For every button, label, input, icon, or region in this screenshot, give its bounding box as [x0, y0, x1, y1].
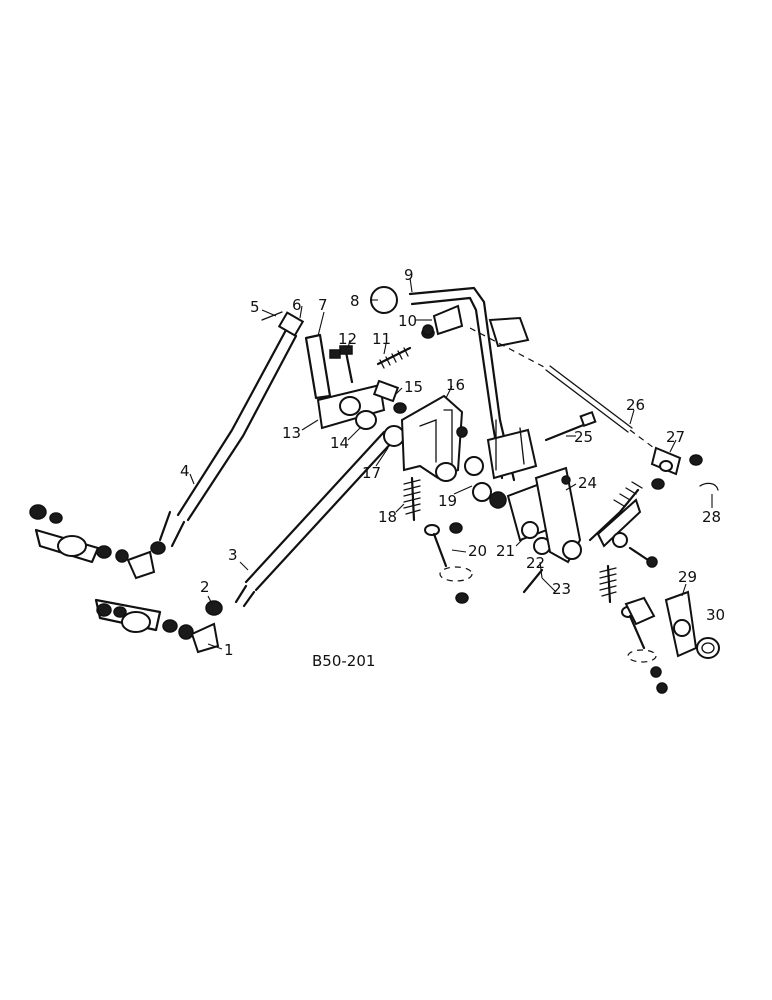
callout-30: 30 — [706, 606, 725, 624]
bolt-12 — [339, 345, 354, 384]
callout-23: 23 — [552, 580, 571, 598]
ball-joint-assembly-lower — [94, 598, 223, 654]
callout-labels: 1 2 3 4 5 6 7 8 9 10 11 12 13 14 15 16 1… — [180, 266, 725, 659]
lever-7 — [304, 333, 341, 400]
callout-29: 29 — [678, 568, 697, 586]
spring-18 — [403, 476, 421, 522]
leader-lines — [189, 277, 713, 650]
callout-20: 20 — [468, 542, 487, 560]
return-spring-arm — [588, 481, 658, 568]
callout-8: 8 — [350, 292, 360, 310]
callout-18: 18 — [378, 508, 397, 526]
callout-13: 13 — [282, 424, 301, 442]
bolt-20 — [424, 522, 473, 604]
callout-25: 25 — [574, 428, 593, 446]
callout-2: 2 — [200, 578, 210, 596]
callout-26: 26 — [626, 396, 645, 414]
callout-12: 12 — [338, 330, 357, 348]
callout-16: 16 — [446, 376, 465, 394]
callout-6: 6 — [292, 296, 302, 314]
ball-joint-assembly-upper — [29, 504, 166, 580]
rod-3 — [234, 430, 396, 608]
callout-22: 22 — [526, 554, 545, 572]
callout-3: 3 — [228, 546, 238, 564]
callout-1: 1 — [224, 641, 234, 659]
callout-4: 4 — [180, 462, 190, 480]
callout-10: 10 — [398, 312, 417, 330]
bushing-27 — [650, 446, 703, 490]
bracket-13 — [316, 383, 386, 430]
callout-27: 27 — [666, 428, 685, 446]
bushing-17 — [383, 425, 405, 447]
rod-26 — [469, 327, 663, 455]
callout-24: 24 — [578, 474, 597, 492]
rod-4 — [158, 311, 305, 548]
spring-lower — [599, 564, 617, 604]
eye-bolt-right — [621, 596, 668, 694]
callout-19: 19 — [438, 492, 457, 510]
callout-28: 28 — [702, 508, 721, 526]
bracket-10 — [422, 304, 464, 336]
callout-11: 11 — [372, 330, 391, 348]
callout-17: 17 — [362, 464, 381, 482]
plate-24 — [534, 466, 582, 564]
callout-14: 14 — [330, 434, 349, 452]
bolt-25 — [544, 410, 597, 442]
clevis-pin-5 — [261, 311, 283, 321]
callout-21: 21 — [496, 542, 515, 560]
callout-5: 5 — [250, 298, 260, 316]
bracket-16 — [400, 394, 468, 482]
bushing-30 — [696, 637, 720, 659]
reference-code: B50-201 — [312, 652, 375, 670]
callout-9: 9 — [404, 266, 414, 284]
pin-23 — [522, 568, 544, 594]
pedal-9 — [408, 286, 538, 482]
fitting-15 — [372, 379, 407, 414]
callout-7: 7 — [318, 296, 328, 314]
plate-29 — [664, 590, 698, 658]
cotter-pin-28 — [699, 482, 719, 491]
bushing-19 — [464, 456, 507, 509]
callout-15: 15 — [404, 378, 423, 396]
